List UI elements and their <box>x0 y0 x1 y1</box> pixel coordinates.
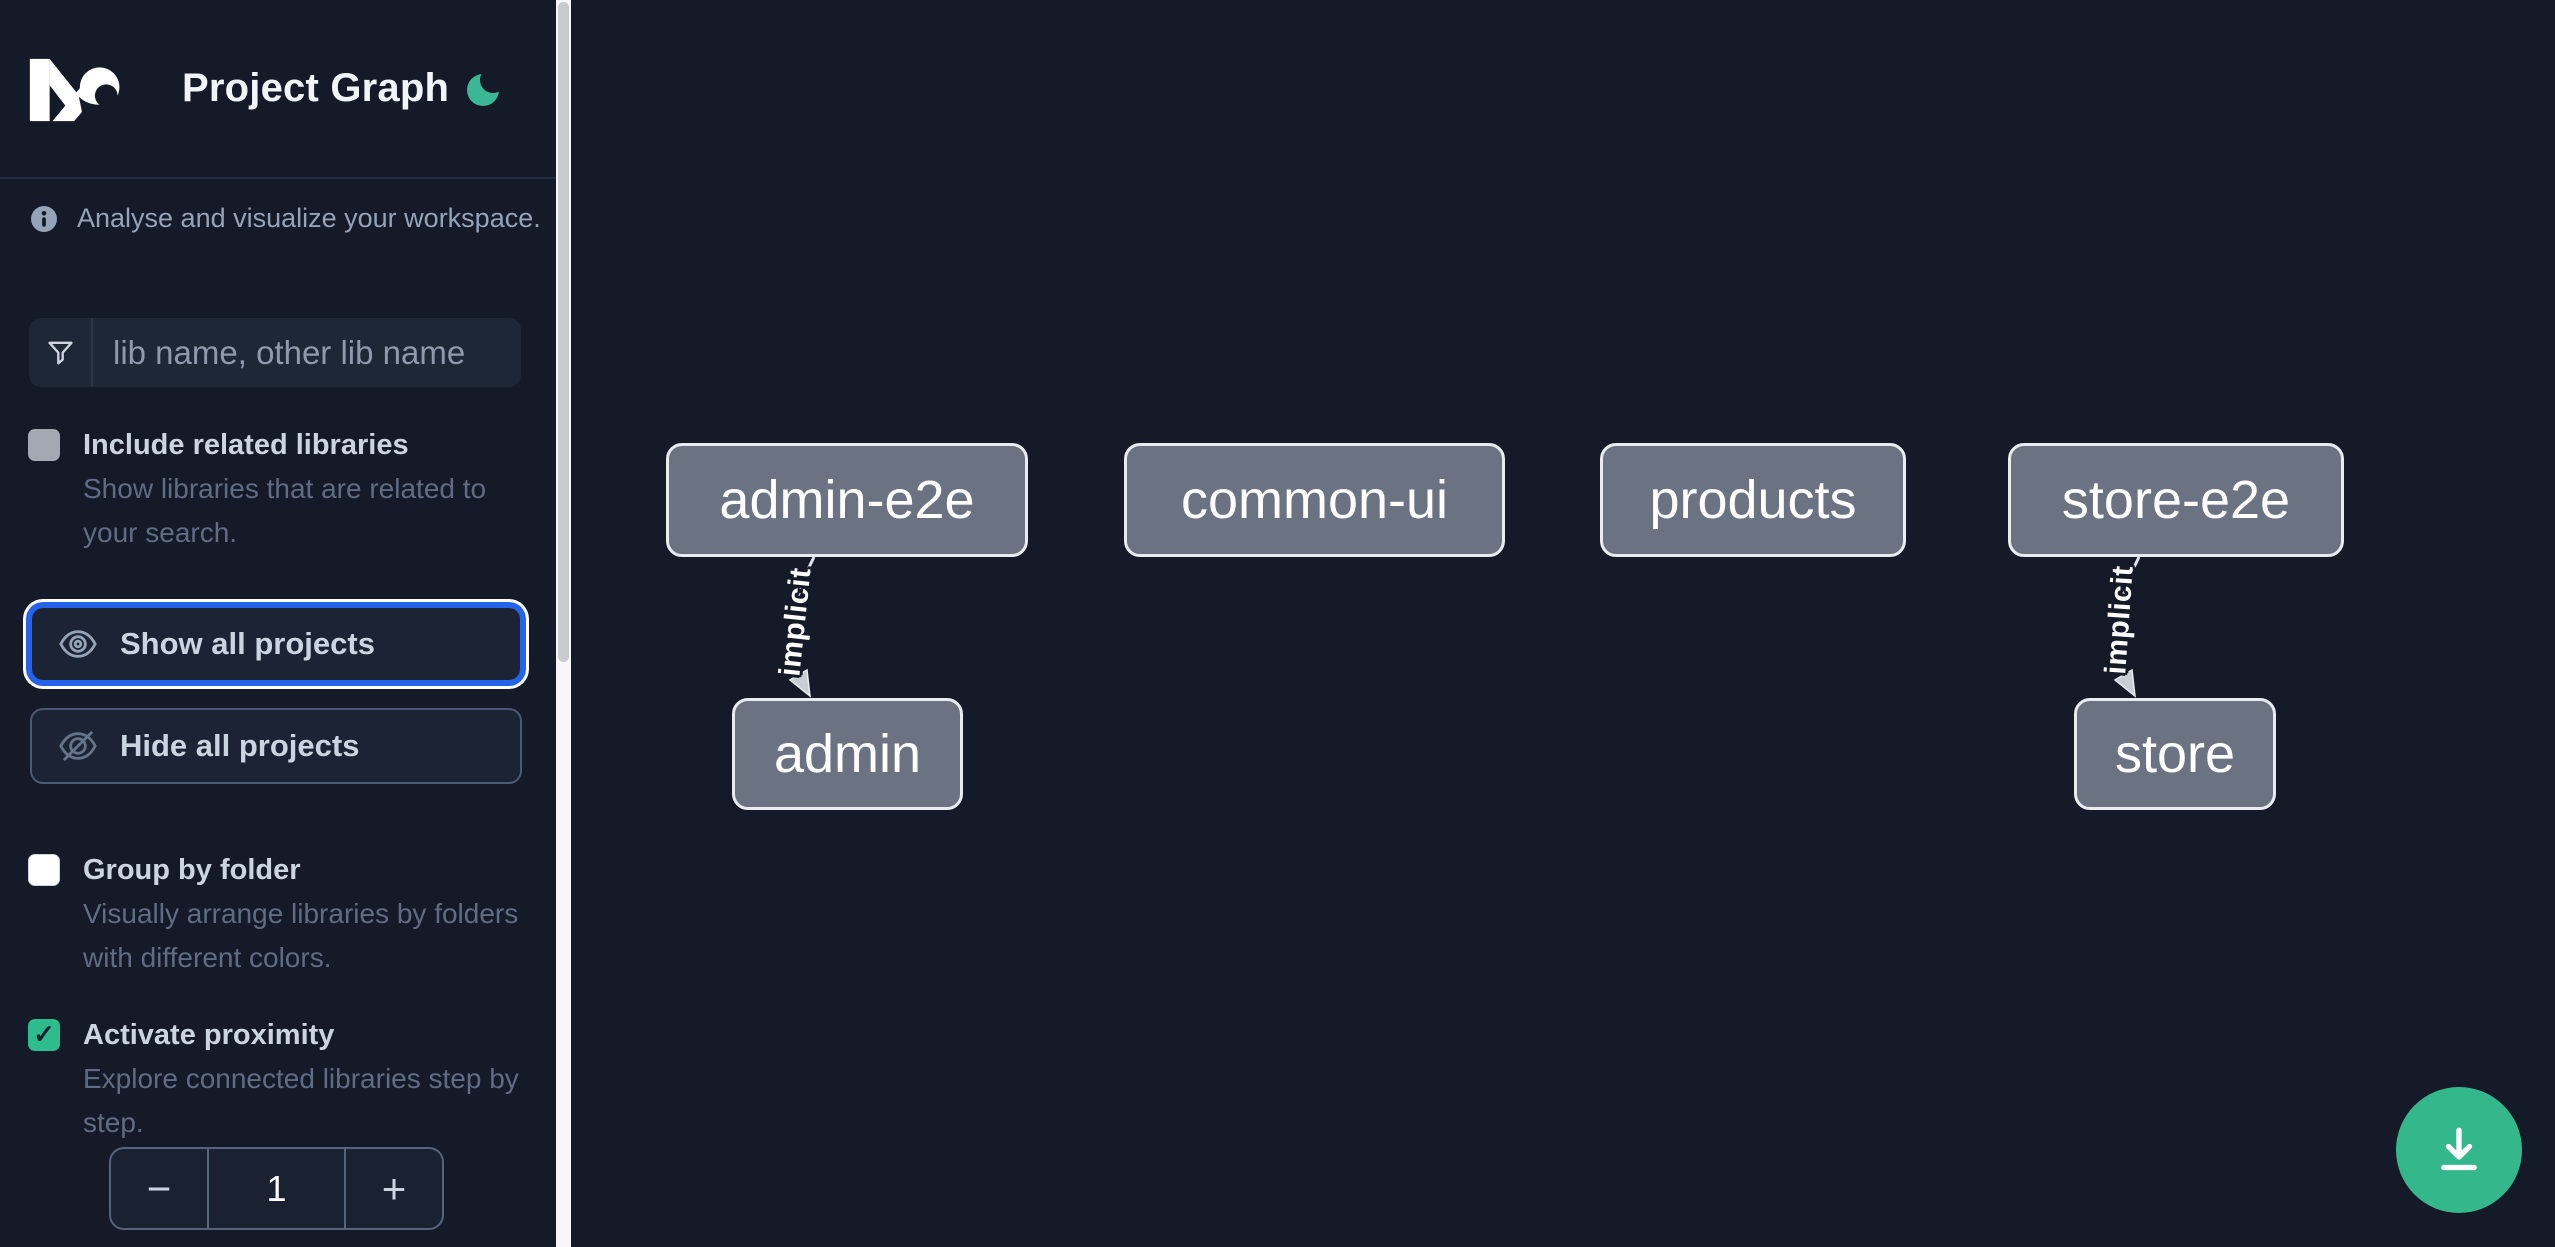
option-description: Show libraries that are related to your … <box>83 473 487 548</box>
edge-admin-e2e-to-admin <box>790 556 816 690</box>
arrowhead-icon <box>2113 668 2136 698</box>
group-by-folder-checkbox[interactable]: ✓ <box>28 854 60 886</box>
info-icon <box>31 205 57 232</box>
option-label: Activate proximity <box>83 1019 335 1051</box>
node-products[interactable]: products <box>1600 443 1906 557</box>
node-store[interactable]: store <box>2074 698 2276 810</box>
download-icon <box>2441 1127 2477 1171</box>
theme-toggle-button[interactable] <box>462 64 508 110</box>
tagline: Analyse and visualize your workspace. <box>30 203 541 234</box>
scrollbar-thumb[interactable] <box>558 2 569 662</box>
option-activate-proximity[interactable]: ✓ Activate proximity Explore connected l… <box>28 1013 528 1145</box>
eye-off-icon <box>59 730 97 762</box>
proximity-stepper: − 1 + <box>109 1147 444 1230</box>
page-title: Project Graph <box>182 66 450 110</box>
graph-canvas[interactable]: admin-e2e common-ui products store-e2e a… <box>571 0 2555 1247</box>
activate-proximity-checkbox[interactable]: ✓ <box>28 1019 60 1051</box>
node-store-e2e[interactable]: store-e2e <box>2008 443 2344 557</box>
sidebar-header: Project Graph <box>0 0 556 179</box>
hide-all-projects-label: Hide all projects <box>120 728 360 763</box>
edges-layer <box>788 556 2141 698</box>
stepper-value: 1 <box>207 1149 346 1228</box>
node-common-ui[interactable]: common-ui <box>1124 443 1505 557</box>
search-input[interactable] <box>93 318 521 387</box>
moon-icon <box>467 67 506 106</box>
download-image-button[interactable] <box>2396 1087 2522 1213</box>
stepper-increment-button[interactable]: + <box>346 1149 442 1228</box>
tagline-text: Analyse and visualize your workspace. <box>77 203 541 233</box>
header-divider <box>0 177 556 179</box>
show-all-projects-button[interactable]: Show all projects <box>30 606 522 682</box>
option-include-related-libraries[interactable]: ✓ Include related libraries Show librari… <box>28 423 528 555</box>
nx-logo <box>29 58 121 122</box>
option-description: Explore connected libraries step by step… <box>83 1063 519 1138</box>
option-description: Visually arrange libraries by folders wi… <box>83 898 519 973</box>
edge-store-e2e-to-store <box>2115 556 2141 690</box>
node-admin-e2e[interactable]: admin-e2e <box>666 443 1028 557</box>
option-label: Include related libraries <box>83 429 409 461</box>
search-box <box>29 318 521 387</box>
show-all-projects-label: Show all projects <box>120 626 375 661</box>
option-label: Group by folder <box>83 854 301 886</box>
filter-icon <box>29 318 93 387</box>
arrowhead-icon <box>788 668 811 698</box>
sidebar: Project Graph Analyse and visualize your… <box>0 0 556 1247</box>
check-icon: ✓ <box>33 1019 55 1049</box>
option-group-by-folder[interactable]: ✓ Group by folder Visually arrange libra… <box>28 848 528 980</box>
sidebar-scrollbar[interactable] <box>556 0 571 1247</box>
stepper-decrement-button[interactable]: − <box>111 1149 207 1228</box>
hide-all-projects-button[interactable]: Hide all projects <box>30 708 522 784</box>
node-admin[interactable]: admin <box>732 698 963 810</box>
include-related-checkbox[interactable]: ✓ <box>28 429 60 461</box>
eye-icon <box>59 630 97 658</box>
